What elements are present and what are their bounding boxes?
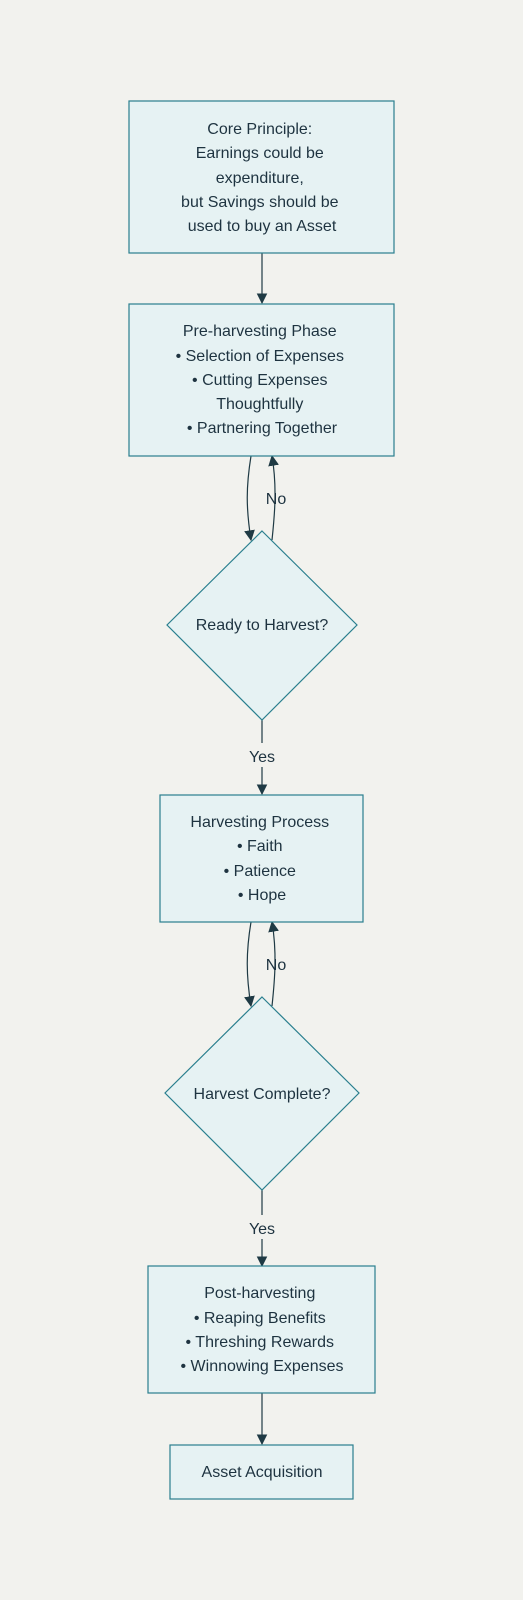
node-ready-decision: Ready to Harvest?: [166, 530, 358, 721]
node-complete-decision: Harvest Complete?: [164, 996, 360, 1191]
harvesting-line: • Faith: [237, 838, 283, 855]
edge-label-ready-yes: Yes: [249, 749, 275, 766]
svg-text:Asset Acquisition: Asset Acquisition: [202, 1464, 323, 1481]
pre-harvesting-line: • Selection of Expenses: [176, 348, 344, 365]
edge-label-complete-yes: Yes: [249, 1221, 275, 1238]
ready-decision-label: Ready to Harvest?: [196, 617, 329, 634]
node-pre-harvesting: Pre-harvesting Phase • Selection of Expe…: [128, 303, 395, 457]
complete-decision-label: Harvest Complete?: [194, 1086, 331, 1103]
harvesting-line: Harvesting Process: [190, 814, 329, 831]
svg-text:Harvest Complete?: Harvest Complete?: [194, 1086, 331, 1103]
svg-text:Ready to Harvest?: Ready to Harvest?: [196, 617, 329, 634]
post-harvesting-line: • Threshing Rewards: [186, 1334, 334, 1351]
edge-label-complete-no: No: [266, 957, 287, 974]
node-post-harvesting: Post-harvesting • Reaping Benefits • Thr…: [147, 1265, 376, 1394]
svg-text:Core Principle: Earnings: Core Principle: Earnings could be expend…: [181, 121, 343, 235]
core-principle-line: used to buy an Asset: [188, 218, 337, 235]
edge-label-ready-no: No: [266, 491, 287, 508]
edge-pre-to-ready: [244, 455, 255, 542]
pre-harvesting-line: Thoughtfully: [216, 396, 303, 413]
svg-text:Harvesting Process • Fai: Harvesting Process • Faith • Patience • …: [190, 814, 333, 904]
edge-complete-no-to-harvesting: [268, 920, 279, 1007]
core-principle-line: but Savings should be: [181, 194, 339, 211]
edge-harvesting-to-complete: [244, 921, 255, 1008]
node-core-principle: Core Principle: Earnings could be expend…: [128, 100, 395, 254]
edge-labels: No Yes No Yes: [244, 491, 286, 1239]
edge-ready-no-to-pre: [268, 454, 279, 541]
core-principle-line: Earnings could be: [196, 145, 324, 162]
pre-harvesting-line: • Partnering Together: [187, 420, 338, 437]
pre-harvesting-line: Pre-harvesting Phase: [183, 323, 337, 340]
core-principle-line: Core Principle:: [207, 121, 312, 138]
core-principle-line: expenditure,: [216, 170, 304, 187]
edges: [244, 253, 279, 1446]
post-harvesting-line: Post-harvesting: [204, 1285, 315, 1302]
harvesting-line: • Patience: [224, 863, 296, 880]
harvesting-line: • Hope: [238, 887, 286, 904]
svg-text:Post-harvesting • Reapin: Post-harvesting • Reaping Benefits • Thr…: [180, 1285, 343, 1375]
node-asset-acquisition: Asset Acquisition: [169, 1444, 354, 1500]
pre-harvesting-line: • Cutting Expenses: [192, 372, 327, 389]
post-harvesting-line: • Winnowing Expenses: [180, 1358, 343, 1375]
node-harvesting: Harvesting Process • Faith • Patience • …: [159, 794, 364, 923]
asset-acquisition-label: Asset Acquisition: [202, 1464, 323, 1481]
svg-text:Pre-harvesting Phase • S: Pre-harvesting Phase • Selection of Expe…: [176, 323, 349, 437]
post-harvesting-line: • Reaping Benefits: [194, 1310, 326, 1327]
